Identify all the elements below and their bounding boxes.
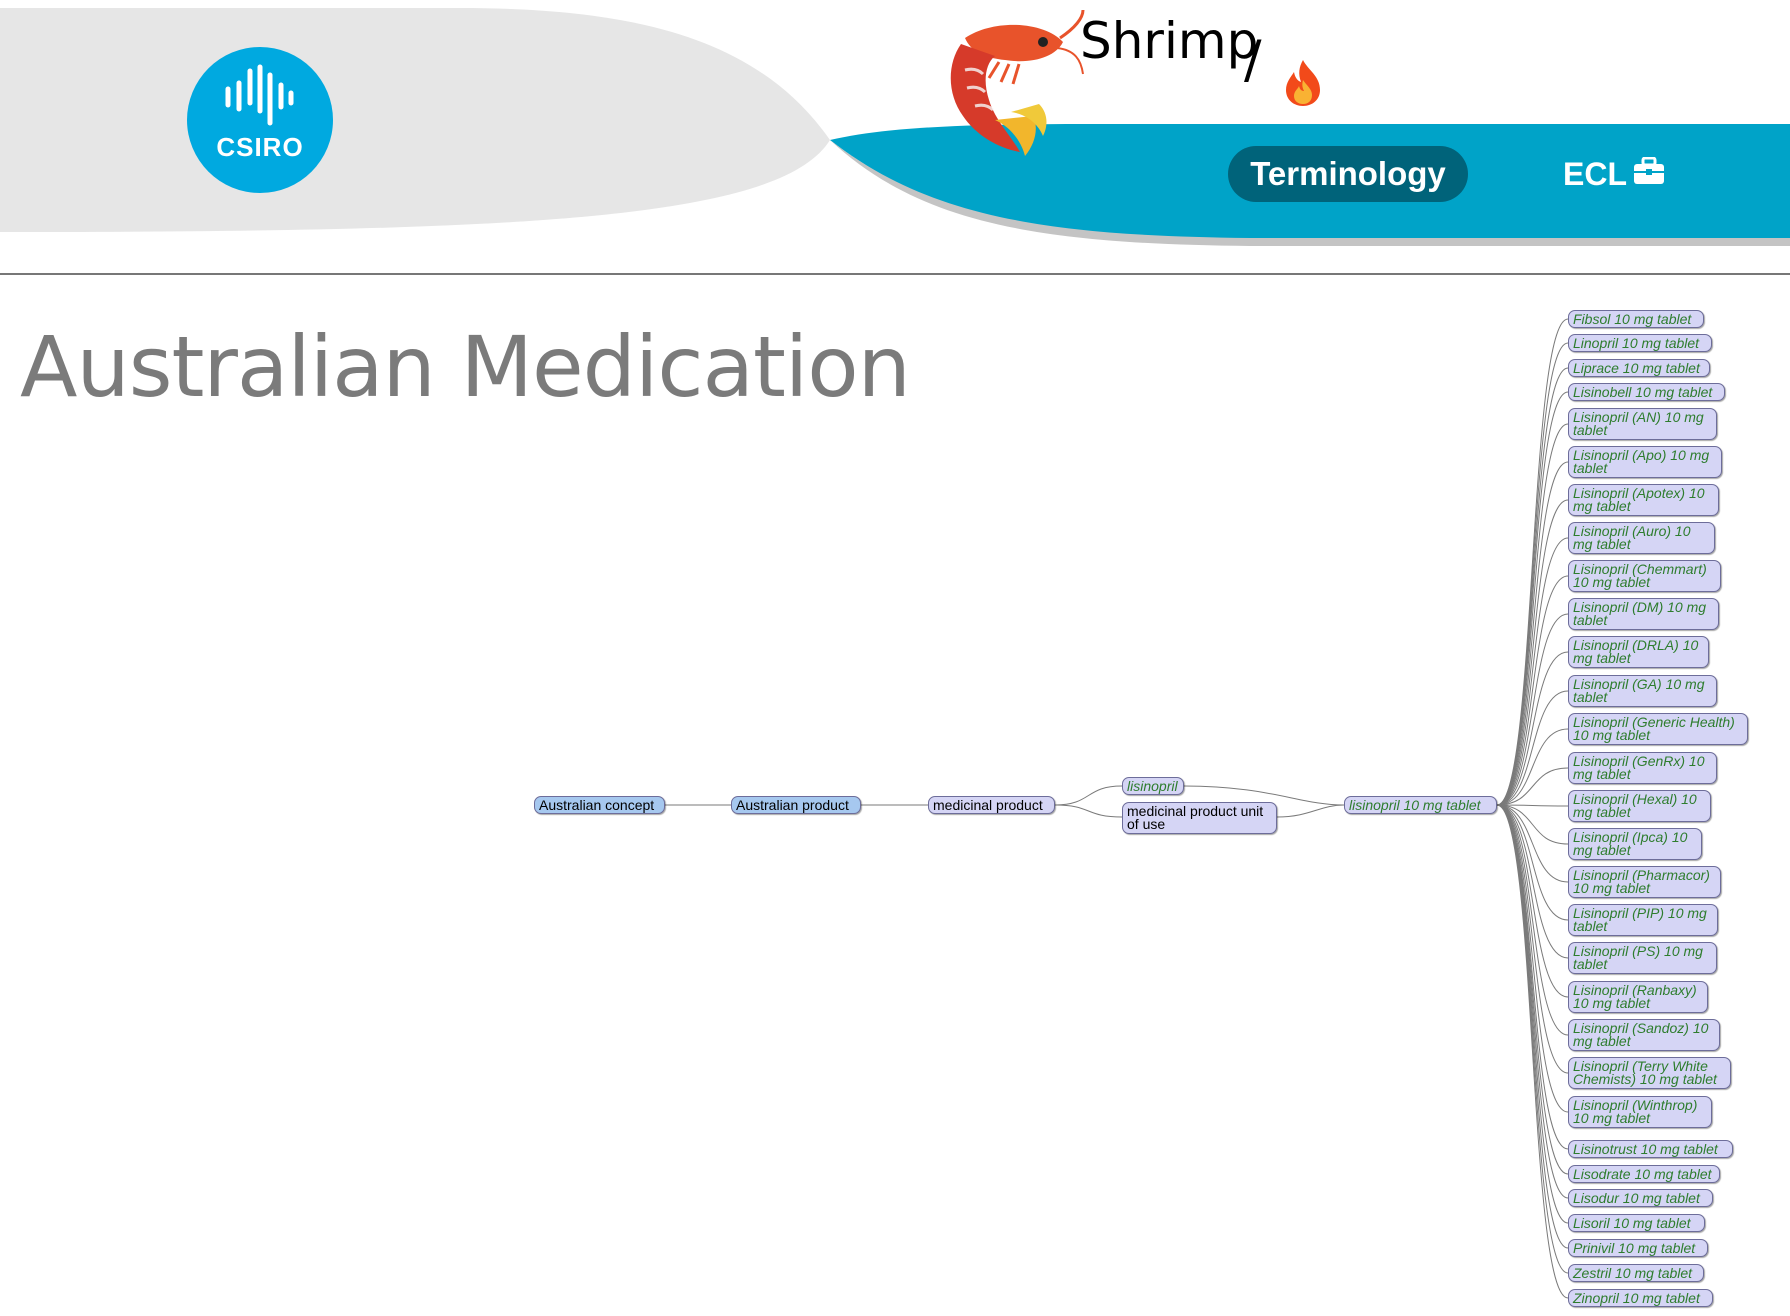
child-edge <box>1496 804 1569 1224</box>
child-node[interactable]: Lisinopril (Hexal) 10 mg tablet <box>1568 790 1711 822</box>
child-edge <box>1496 804 1569 921</box>
node-medicinal-product-unit-of-use[interactable]: medicinal product unit of use <box>1122 802 1277 834</box>
child-node[interactable]: Lisodrate 10 mg tablet <box>1568 1165 1720 1183</box>
edge-lisinopril-focus <box>1183 785 1345 806</box>
child-edge <box>1496 318 1569 806</box>
child-node[interactable]: Zinopril 10 mg tablet <box>1568 1289 1713 1307</box>
shrimp-icon <box>950 9 1085 156</box>
child-edge <box>1496 804 1569 807</box>
node-lisinopril[interactable]: lisinopril <box>1122 777 1184 795</box>
child-node[interactable]: Lisinopril (GenRx) 10 mg tablet <box>1568 752 1717 784</box>
child-edge <box>1496 804 1569 959</box>
child-edge <box>1496 767 1569 806</box>
child-edge <box>1496 804 1569 1036</box>
child-node[interactable]: Lisinopril (Sandoz) 10 mg tablet <box>1568 1019 1720 1051</box>
node-focus-lisinopril-10mg-tablet[interactable]: lisinopril 10 mg tablet <box>1344 796 1497 814</box>
child-edge <box>1496 651 1569 806</box>
child-node[interactable]: Lisinopril (PIP) 10 mg tablet <box>1568 904 1718 936</box>
child-edge <box>1496 613 1569 806</box>
child-node[interactable]: Lisinopril (DRLA) 10 mg tablet <box>1568 636 1709 668</box>
child-edge <box>1496 804 1569 1150</box>
edge-mpuu-focus <box>1276 804 1345 818</box>
child-node[interactable]: Lisinopril (GA) 10 mg tablet <box>1568 675 1717 707</box>
child-edge <box>1496 367 1569 806</box>
child-node[interactable]: Lisoril 10 mg tablet <box>1568 1214 1705 1232</box>
child-node[interactable]: Liprace 10 mg tablet <box>1568 359 1710 377</box>
child-node[interactable]: Lisinopril (Terry White Chemists) 10 mg … <box>1568 1057 1731 1089</box>
child-node[interactable]: Lisinopril (Auro) 10 mg tablet <box>1568 522 1715 554</box>
child-node[interactable]: Lisinopril (Apotex) 10 mg tablet <box>1568 484 1719 516</box>
child-node[interactable]: Fibsol 10 mg tablet <box>1568 310 1704 328</box>
child-node[interactable]: Lisinopril (Chemmart) 10 mg tablet <box>1568 560 1721 592</box>
child-node[interactable]: Zestril 10 mg tablet <box>1568 1264 1704 1282</box>
child-edge <box>1496 804 1569 883</box>
child-edge <box>1496 804 1569 1113</box>
child-node[interactable]: Lisinopril (Winthrop) 10 mg tablet <box>1568 1096 1712 1128</box>
nav-ecl-tab[interactable]: ECL <box>1563 156 1627 192</box>
child-edge <box>1496 342 1569 806</box>
node-australian-product[interactable]: Australian product <box>731 796 861 814</box>
child-edge <box>1496 804 1569 1274</box>
child-edge <box>1496 461 1569 806</box>
child-edge <box>1496 728 1569 806</box>
csiro-logo-text: CSIRO <box>216 132 304 162</box>
child-node[interactable]: Lisinopril (AN) 10 mg tablet <box>1568 408 1717 440</box>
child-node[interactable]: Lisinopril (DM) 10 mg tablet <box>1568 598 1719 630</box>
child-node[interactable]: Lisinopril (Apo) 10 mg tablet <box>1568 446 1722 478</box>
child-node[interactable]: Lisinotrust 10 mg tablet <box>1568 1140 1733 1158</box>
brand-separator: / <box>1244 30 1262 90</box>
edge-medicinal-lisinopril <box>1054 785 1123 806</box>
csiro-waveform-icon <box>225 64 294 126</box>
child-edge <box>1496 804 1569 1175</box>
child-node[interactable]: Lisinopril (Pharmacor) 10 mg tablet <box>1568 866 1721 898</box>
child-node[interactable]: Lisinopril (PS) 10 mg tablet <box>1568 942 1717 974</box>
child-edge <box>1496 804 1569 1299</box>
header-grey-band <box>0 8 830 232</box>
node-australian-concept[interactable]: Australian concept <box>534 796 665 814</box>
child-node[interactable]: Lisodur 10 mg tablet <box>1568 1189 1713 1207</box>
child-edge <box>1496 391 1569 806</box>
child-edge <box>1496 499 1569 806</box>
child-node[interactable]: Lisinopril (Generic Health) 10 mg tablet <box>1568 713 1748 745</box>
site-header: CSIRO Shrimp / Terminology ECL <box>0 0 1790 275</box>
briefcase-icon[interactable] <box>1633 157 1665 185</box>
child-node[interactable]: Lisinobell 10 mg tablet <box>1568 383 1725 401</box>
fire-icon <box>1286 60 1320 106</box>
child-edge <box>1496 804 1569 1074</box>
nav-terminology-tab[interactable]: Terminology <box>1228 146 1468 202</box>
child-node[interactable]: Lisinopril (Ranbaxy) 10 mg tablet <box>1568 981 1708 1013</box>
child-edge <box>1496 423 1569 806</box>
child-edge <box>1496 537 1569 806</box>
child-edge <box>1496 804 1569 845</box>
edge-medicinal-mpuu <box>1054 804 1123 818</box>
header-divider <box>0 273 1790 275</box>
csiro-logo[interactable]: CSIRO <box>187 47 333 193</box>
child-node[interactable]: Linopril 10 mg tablet <box>1568 334 1712 352</box>
child-edge <box>1496 804 1569 1249</box>
brand-name[interactable]: Shrimp <box>1080 12 1259 70</box>
focus-children-edges <box>1496 318 1569 1299</box>
page-title: Australian Medication <box>20 318 911 416</box>
node-medicinal-product[interactable]: medicinal product <box>928 796 1055 814</box>
child-edge <box>1496 575 1569 806</box>
child-edge <box>1496 804 1569 998</box>
child-node[interactable]: Prinivil 10 mg tablet <box>1568 1239 1708 1257</box>
child-node[interactable]: Lisinopril (Ipca) 10 mg tablet <box>1568 828 1702 860</box>
child-edge <box>1496 690 1569 806</box>
